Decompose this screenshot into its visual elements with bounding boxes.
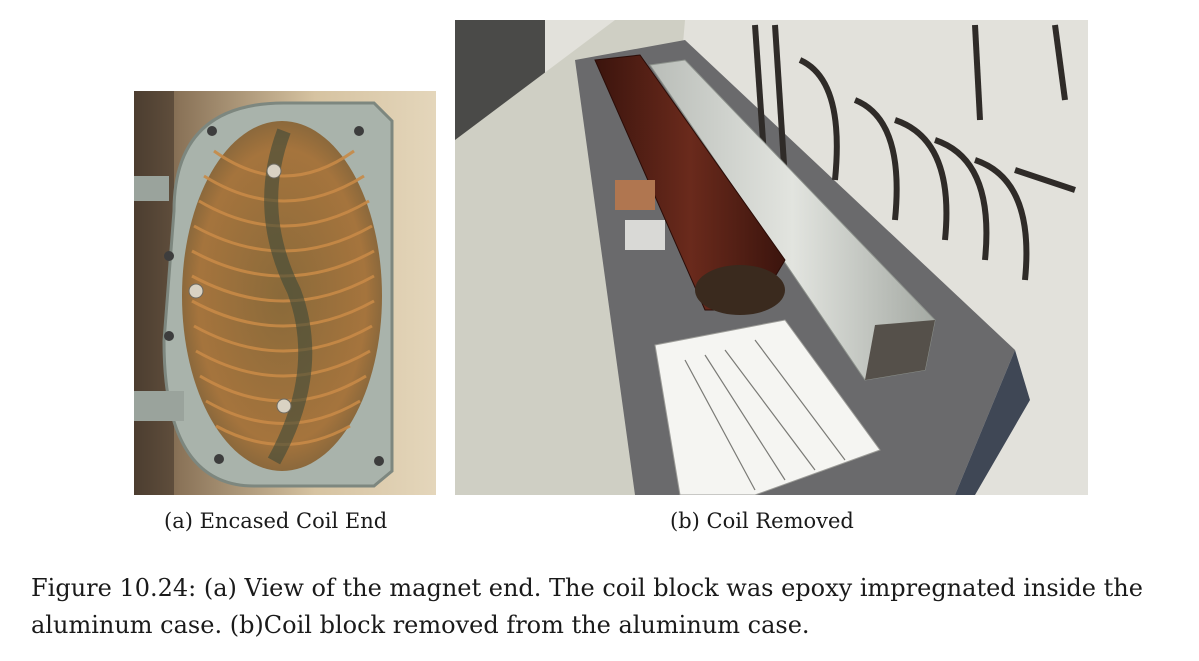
subfigure-b-label: (b) (670, 509, 700, 533)
subfigure-a-label: (a) (164, 509, 193, 533)
figure-caption-line-2: aluminum case. (b)Coil block removed fro… (31, 611, 810, 639)
subfigure-a-text: Encased Coil End (199, 509, 388, 533)
photo-coil-removed (455, 20, 1088, 495)
subfigure-b-caption: (b) Coil Removed (670, 509, 854, 533)
subfigure-a-caption: (a) Encased Coil End (164, 509, 387, 533)
photo-encased-coil-end (134, 91, 436, 495)
figure-caption: Figure 10.24: (a) View of the magnet end… (31, 570, 1191, 644)
figure-caption-line-1: Figure 10.24: (a) View of the magnet end… (31, 574, 1143, 602)
subfigure-b-text: Coil Removed (706, 509, 854, 533)
